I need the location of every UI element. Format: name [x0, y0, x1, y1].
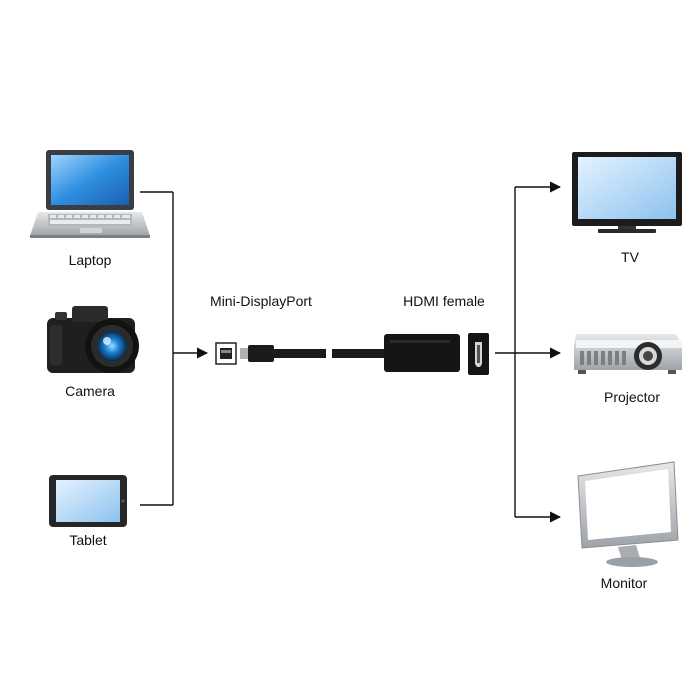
projector-label: Projector [603, 389, 661, 405]
tv-label: TV [621, 249, 639, 265]
tablet-icon [49, 475, 127, 527]
laptop-icon [30, 150, 150, 238]
monitor-label: Monitor [600, 575, 648, 591]
camera-icon [47, 306, 139, 373]
camera-label: Camera [65, 383, 115, 399]
input-bracket-lines [140, 191, 209, 506]
projector-icon [574, 334, 682, 374]
mini-displayport-plug-icon [215, 342, 274, 365]
output-connector-label: HDMI female [403, 293, 485, 309]
tablet-label: Tablet [69, 532, 107, 548]
adapter-body [384, 334, 460, 372]
adapter-cable [274, 349, 384, 358]
tv-icon [572, 152, 682, 233]
hdmi-female-port-icon [468, 333, 489, 375]
output-bracket-lines [495, 181, 562, 523]
input-connector-label: Mini-DisplayPort [210, 293, 312, 309]
laptop-label: Laptop [68, 252, 112, 268]
monitor-icon [577, 461, 679, 567]
